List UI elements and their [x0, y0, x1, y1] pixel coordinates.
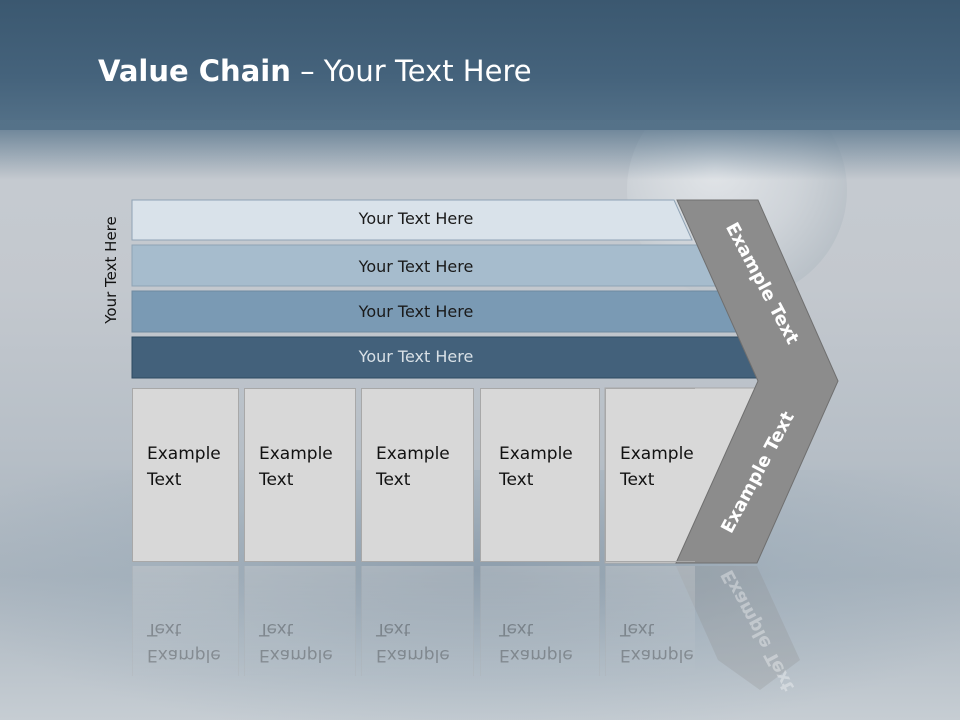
header-fade — [0, 120, 960, 180]
title-rest: – Your Text Here — [290, 54, 532, 88]
bar-1-label: Your Text Here — [358, 209, 474, 228]
chevron-reflection — [676, 566, 800, 690]
bar-3-label: Your Text Here — [358, 302, 474, 321]
chevron-shape[interactable] — [675, 199, 839, 564]
bar-2-label: Your Text Here — [358, 257, 474, 276]
bar-4-label: Your Text Here — [358, 347, 474, 366]
slide-title[interactable]: Value Chain – Your Text Here — [98, 54, 532, 88]
bar-1-shape[interactable] — [131, 199, 693, 241]
header-band — [0, 0, 960, 130]
title-bold: Value Chain — [98, 54, 291, 88]
